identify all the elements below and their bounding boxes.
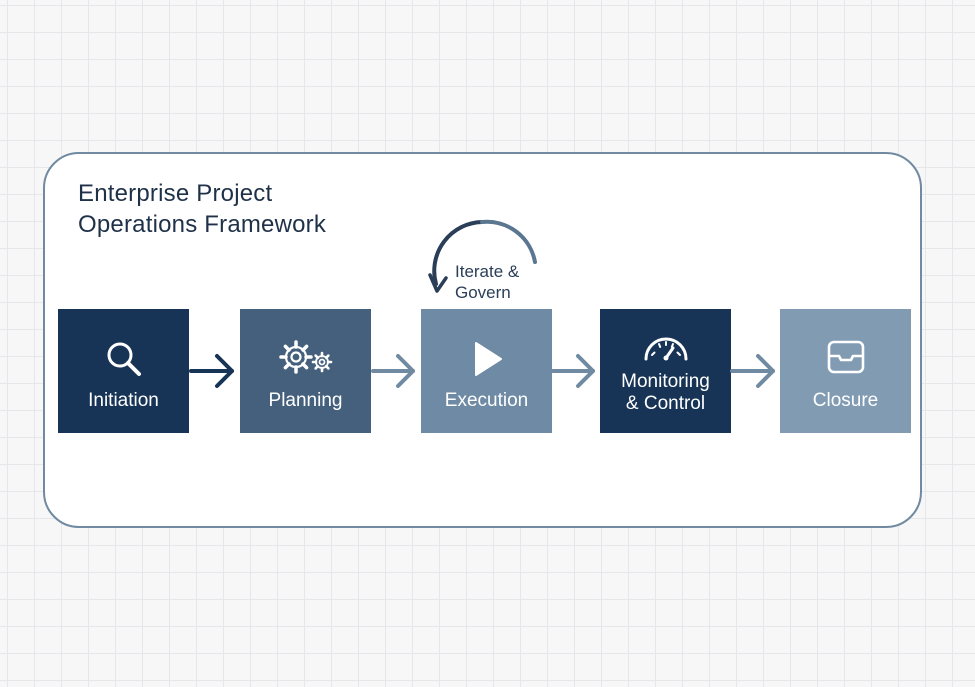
inbox-icon <box>780 339 911 375</box>
step-execution: Execution <box>421 309 552 433</box>
step-label: Execution <box>444 390 529 411</box>
step-label: Monitoring & Control <box>621 371 710 414</box>
step-closure: Closure <box>780 309 911 433</box>
play-icon <box>421 339 552 379</box>
step-label: Initiation <box>88 390 159 411</box>
step-label: Closure <box>812 390 879 411</box>
search-icon <box>58 339 189 379</box>
step-label: Planning <box>268 390 343 411</box>
step-initiation: Initiation <box>58 309 189 433</box>
step-monitoring-control: Monitoring & Control <box>600 309 731 433</box>
loop-label-line-1: Iterate & <box>455 262 520 281</box>
title-line-1: Enterprise Project <box>78 180 273 207</box>
loop-label-line-2: Govern <box>455 283 511 302</box>
diagram-title: Enterprise Project Operations Framework <box>78 178 326 240</box>
loop-label: Iterate & Govern <box>455 261 540 303</box>
gears-icon <box>240 339 371 377</box>
title-line-2: Operations Framework <box>78 211 327 238</box>
gauge-icon <box>600 331 731 363</box>
step-planning: Planning <box>240 309 371 433</box>
